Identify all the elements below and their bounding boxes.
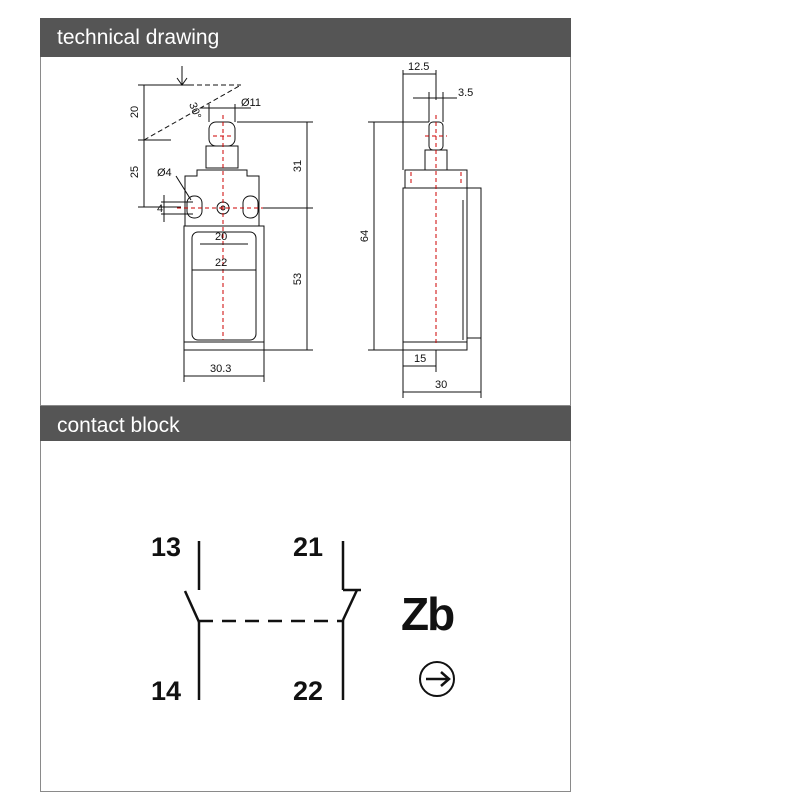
terminal-22: 22 xyxy=(293,676,323,706)
technical-drawing: 20 25 30° Ø11 Ø4 4 31 20 22 53 30.3 xyxy=(129,61,482,398)
dim-phi4: Ø4 xyxy=(157,167,172,179)
dim-15: 15 xyxy=(414,353,426,365)
contact-block-panel: 13 21 14 22 Zb xyxy=(40,441,571,792)
plunger-head xyxy=(208,121,236,147)
dim-angle: 30° xyxy=(186,101,203,121)
body-outline xyxy=(183,225,265,351)
dim-31: 31 xyxy=(292,160,304,172)
dim-30: 30 xyxy=(435,379,447,391)
side-body xyxy=(402,187,468,351)
terminal-14: 14 xyxy=(151,676,181,706)
section-header-technical-drawing: technical drawing xyxy=(40,18,571,57)
section-header-contact-block: contact block xyxy=(40,406,571,445)
dim-64: 64 xyxy=(359,230,371,242)
section-title: technical drawing xyxy=(57,26,220,49)
mount-hole-left xyxy=(186,195,203,219)
dim-53: 53 xyxy=(292,273,304,285)
front-view: 20 25 30° Ø11 Ø4 4 31 20 22 53 30.3 xyxy=(129,66,313,382)
side-axis-lines xyxy=(410,115,462,345)
contact-block-diagram: 13 21 14 22 Zb xyxy=(151,532,456,706)
mount-hole-right xyxy=(242,195,259,219)
dim-4: 4 xyxy=(157,203,163,215)
dim-30-3: 30.3 xyxy=(210,363,231,375)
technical-drawing-panel: 20 25 30° Ø11 Ø4 4 31 20 22 53 30.3 xyxy=(40,57,571,406)
positive-opening-icon xyxy=(419,661,455,697)
dim-25-vertical: 25 xyxy=(129,166,141,178)
side-back-plate xyxy=(466,187,482,339)
dim-20-vertical: 20 xyxy=(129,106,141,118)
dim-12-5: 12.5 xyxy=(408,61,429,73)
axis-lines xyxy=(177,115,271,340)
dim-22: 22 xyxy=(215,257,227,269)
contact-type-label: Zb xyxy=(401,588,454,640)
body-inner xyxy=(191,231,257,341)
plunger-stem xyxy=(205,145,239,169)
terminal-13: 13 xyxy=(151,532,181,562)
dim-phi11: Ø11 xyxy=(241,97,261,109)
side-view: 12.5 3.5 64 15 30 xyxy=(359,61,482,398)
terminal-21: 21 xyxy=(293,532,323,562)
contact-no-13-14 xyxy=(183,541,201,700)
dim-20-inner: 20 xyxy=(215,231,227,243)
contact-nc-21-22 xyxy=(341,541,361,700)
dim-3-5: 3.5 xyxy=(458,87,473,99)
section-title: contact block xyxy=(57,414,180,437)
